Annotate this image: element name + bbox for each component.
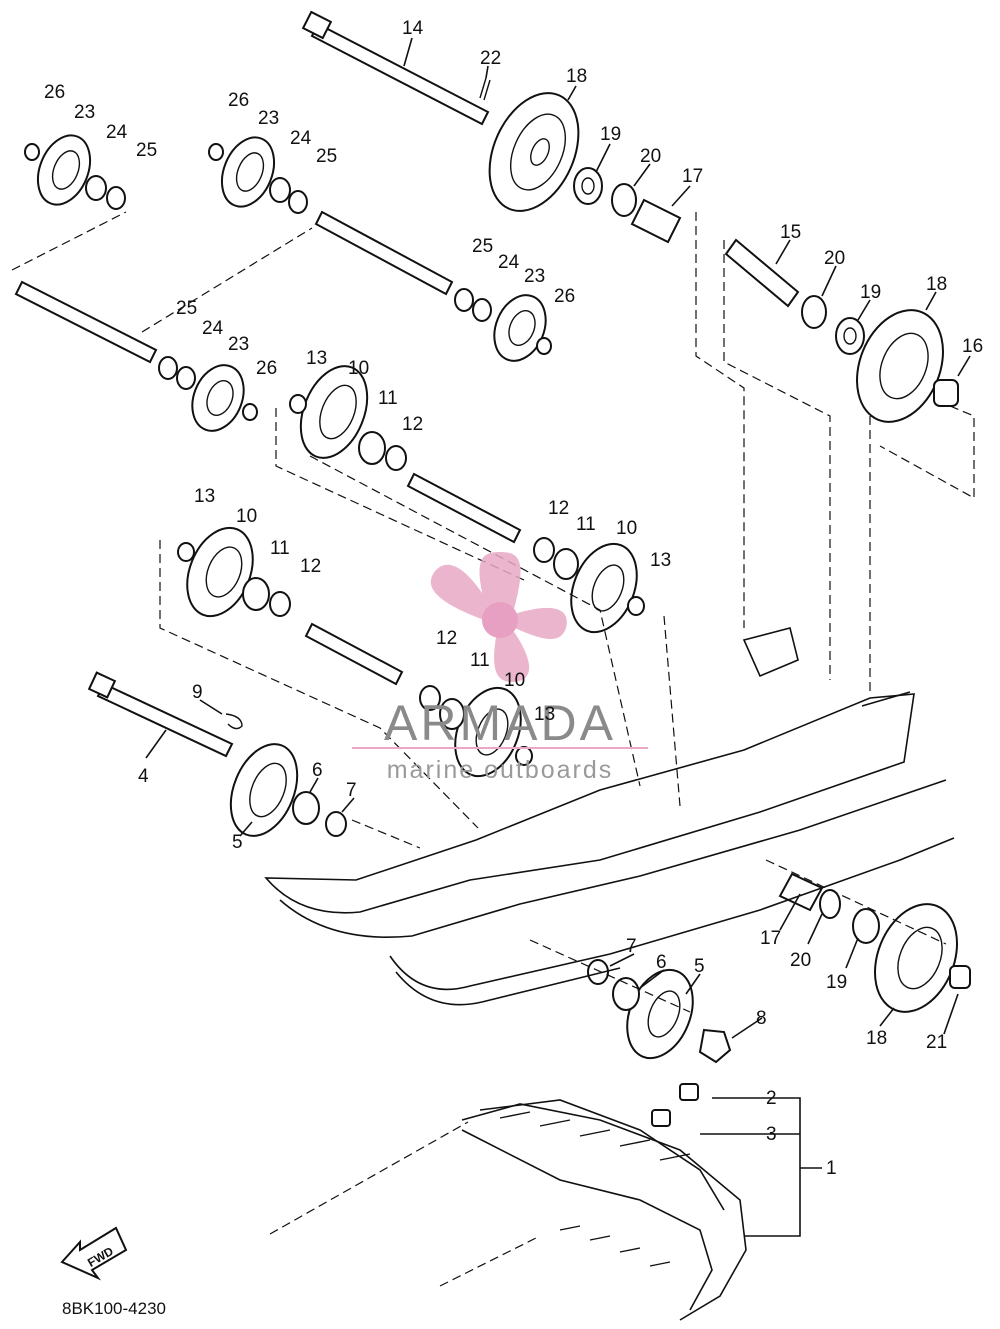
callout-17: 17 [682,166,703,187]
callout-12: 12 [436,628,457,649]
wheel-23-b [220,136,276,208]
propeller-logo-icon [430,552,567,682]
callout-24: 24 [202,318,224,339]
callout-25: 25 [136,140,157,161]
shaft-upper-left [14,280,158,364]
callout-9: 9 [192,682,203,703]
shaft-upper-mid [314,210,454,296]
callout-13: 13 [306,348,327,369]
callout-21: 21 [926,1032,947,1053]
callout-4: 4 [138,766,149,787]
callout-13: 13 [650,550,671,571]
wheel-5-right [626,968,694,1060]
callout-10: 10 [348,358,369,379]
callout-10: 10 [616,518,637,539]
cotter-pin-9 [225,713,243,730]
callout-12: 12 [402,414,423,435]
callout-18: 18 [926,274,947,295]
shaft-middle [406,472,522,544]
collar-17-top [630,198,682,244]
callout-10: 10 [504,670,525,691]
diagram-code: 8BK100-4230 [62,1299,166,1318]
callout-26: 26 [256,358,277,379]
callout-19: 19 [600,124,621,145]
callout-25: 25 [316,146,337,167]
callout-5: 5 [694,956,705,977]
wheel-18-bottom [873,903,959,1013]
wheel-23-a [36,134,92,206]
wheel-5-left [229,743,299,837]
small-parts [24,143,971,1064]
callout-3: 3 [766,1124,777,1145]
callout-8: 8 [756,1008,767,1029]
callout-26: 26 [228,90,249,111]
armada-watermark: ARMADA marine outboards [352,552,648,784]
callout-7: 7 [346,780,357,801]
callout-26: 26 [44,82,65,103]
collar-15 [724,238,800,308]
fwd-arrow-icon: FWD [60,1226,128,1281]
callout-19: 19 [860,282,881,303]
callout-19: 19 [826,972,847,993]
watermark-tagline: marine outboards [387,756,614,784]
dashed-guides [11,211,975,1287]
callout-18: 18 [566,66,587,87]
callout-11: 11 [576,514,596,535]
callout-12: 12 [300,556,321,577]
callout-7: 7 [626,936,637,957]
callout-11: 11 [270,538,290,559]
track-assembly [461,1083,747,1321]
callout-13: 13 [194,486,215,507]
wheel-18-top [488,92,580,212]
callout-23: 23 [258,108,279,129]
callout-23: 23 [74,102,95,123]
callout-6: 6 [312,760,323,781]
callout-22: 22 [480,48,501,69]
callout-5: 5 [232,832,243,853]
callout-2: 2 [766,1088,777,1109]
shaft-lower [304,622,404,686]
callout-13: 13 [534,704,555,725]
callout-23: 23 [228,334,249,355]
leader-lines [145,37,971,1237]
cotter-pin-22 [479,77,491,101]
callout-23: 23 [524,266,545,287]
callout-6: 6 [656,952,667,973]
shaft-14 [301,10,490,126]
callout-labels: 14 22 18 19 20 17 15 20 19 18 16 26 23 2… [44,18,983,1179]
callout-11: 11 [470,650,490,671]
callout-24: 24 [290,128,312,149]
wheel-23-c [493,294,547,362]
callout-11: 11 [378,388,398,409]
callout-25: 25 [472,236,493,257]
callout-14: 14 [402,18,424,39]
shaft-4 [87,671,234,758]
slide-rail-frame [264,627,955,1006]
callout-10: 10 [236,506,257,527]
callout-25: 25 [176,298,197,319]
callout-20: 20 [824,248,845,269]
wheel-23-d [191,364,245,432]
callout-16: 16 [962,336,983,357]
callout-1: 1 [826,1158,837,1179]
watermark-brand: ARMADA [384,695,616,751]
callout-17: 17 [760,928,781,949]
callout-18: 18 [866,1028,887,1049]
callout-24: 24 [498,252,520,273]
callout-26: 26 [554,286,575,307]
callout-12: 12 [548,498,569,519]
callout-24: 24 [106,122,128,143]
callout-20: 20 [640,146,661,167]
callout-20: 20 [790,950,811,971]
callout-15: 15 [780,222,801,243]
collar-17-bottom [778,872,824,912]
